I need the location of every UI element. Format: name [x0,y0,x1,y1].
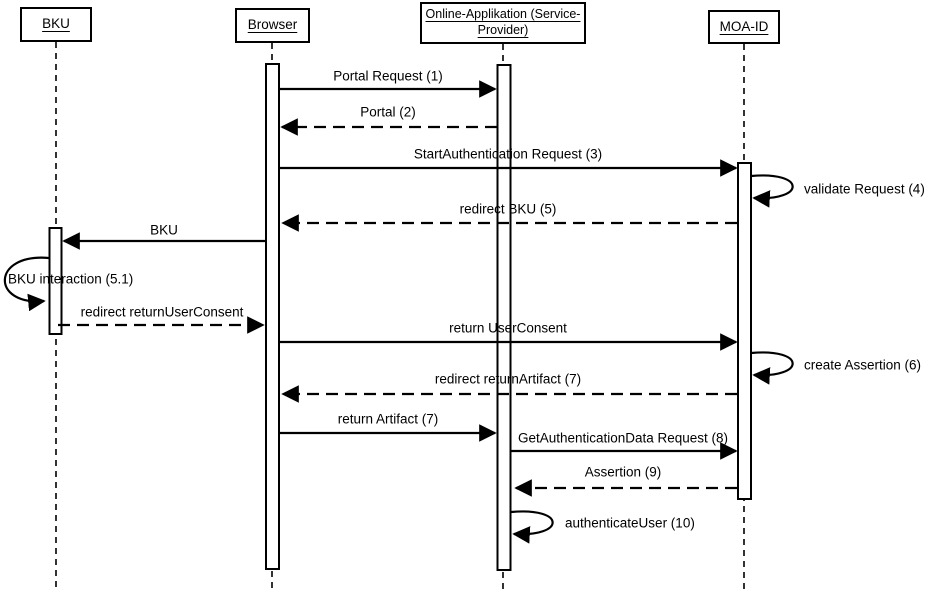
actor-online-app-label-line1: Online-Applikation (Service- [425,7,581,22]
actor-moa-id-label: MOA-ID [719,18,769,34]
activation-bar-online-app [496,64,512,571]
actor-browser-label: Browser [247,17,298,33]
actor-moa-id: MOA-ID [708,10,780,44]
activation-bar-browser [265,63,280,570]
actor-online-app-label-line2: Provider) [477,23,529,37]
self-loop-authenticate-user [510,510,554,544]
message-label-bku: BKU [150,222,178,238]
message-label-redirect-return-user-consent: redirect returnUserConsent [80,304,244,320]
message-label-start-authentication-request: StartAuthentication Request (3) [413,146,603,162]
self-loop-bku-interaction [3,256,50,312]
message-label-portal-request: Portal Request (1) [333,68,443,84]
message-label-bku-interaction: BKU interaction (5.1) [8,271,134,287]
message-label-portal: Portal (2) [360,104,416,120]
actor-browser: Browser [235,8,310,43]
activation-bar-moa-id [737,162,752,500]
message-label-redirect-bku: redirect BKU (5) [459,201,557,217]
actor-bku: BKU [20,7,92,42]
actor-online-app: Online-Applikation (Service- Provider) [420,2,586,44]
message-label-redirect-return-artifact: redirect returnArtifact (7) [434,371,582,387]
self-loop-create-assertion [750,351,794,385]
message-label-validate-request: validate Request (4) [804,181,925,197]
message-label-assertion: Assertion (9) [584,464,662,480]
message-label-return-artifact: return Artifact (7) [337,411,439,427]
activation-bar-bku [48,227,63,335]
message-label-create-assertion: create Assertion (6) [804,357,922,373]
message-label-return-user-consent: return UserConsent [449,320,567,336]
message-label-authenticate-user: authenticateUser (10) [565,515,695,531]
message-label-get-authentication-data-request: GetAuthenticationData Request (8) [517,430,729,446]
actor-bku-label: BKU [42,16,70,32]
self-loop-validate-request [750,174,794,208]
